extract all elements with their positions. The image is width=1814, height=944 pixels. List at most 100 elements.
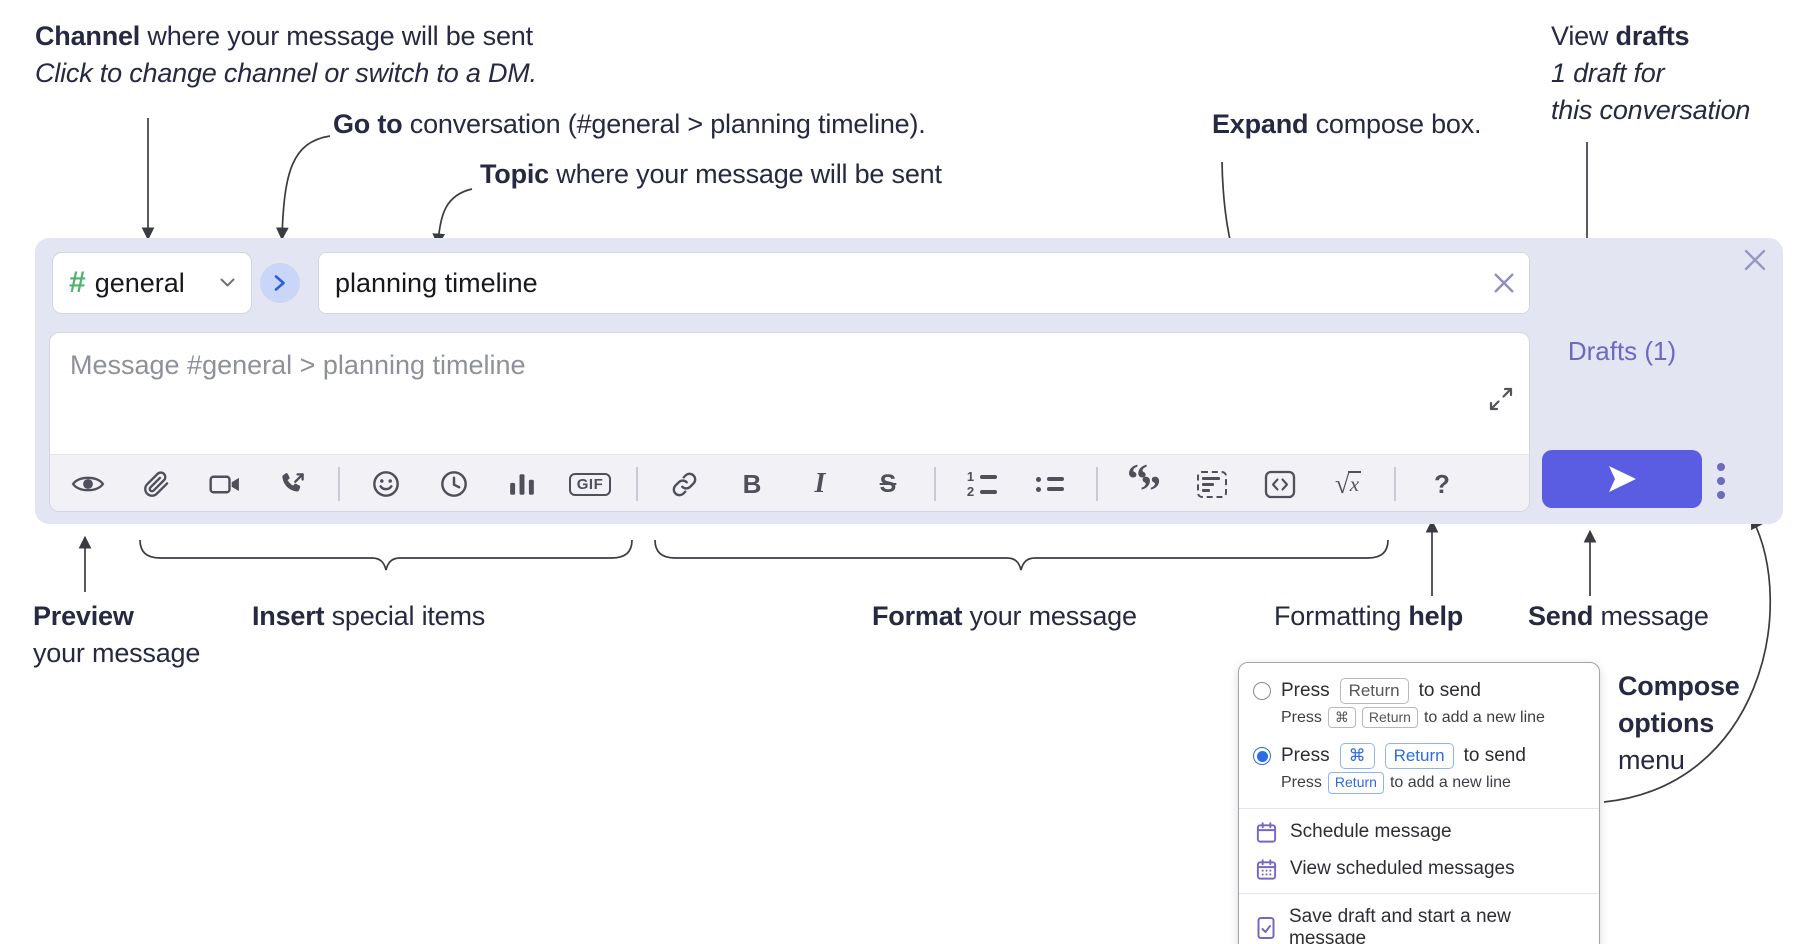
cmd-key: ⌘ [1327, 706, 1356, 729]
format-annotation: Format your message [872, 601, 1137, 631]
compose-options-menu: Press Return to send Press ⌘ Return to a… [1238, 662, 1600, 944]
drafts-link[interactable]: Drafts (1) [1567, 336, 1677, 366]
channel-annotation-bold: Channel [35, 21, 141, 51]
cmd-key: ⌘ [1339, 743, 1375, 770]
toolbar-divider [326, 467, 352, 501]
send-button[interactable] [1542, 450, 1702, 508]
message-placeholder: Message #general > planning timeline [70, 350, 526, 380]
bulleted-list-button[interactable] [1016, 476, 1084, 492]
send-mode-option-cmd-enter-sub: Press Return to add a new line [1239, 772, 1599, 803]
schedule-message-item[interactable]: Schedule message [1239, 814, 1599, 851]
code-icon [1264, 470, 1296, 498]
chevron-down-icon [220, 278, 235, 288]
paperclip-icon [143, 470, 168, 497]
strikethrough-button[interactable]: S [854, 470, 922, 499]
ellipsis-dot [1717, 477, 1725, 485]
numbered-list-button[interactable]: 1 2 [948, 470, 1016, 498]
insert-brace [139, 539, 633, 571]
italic-button[interactable]: I [786, 468, 854, 500]
send-mode-option-cmd-enter[interactable]: Press ⌘ Return to send [1239, 737, 1599, 772]
view-scheduled-messages-item[interactable]: View scheduled messages [1239, 851, 1599, 888]
quote-button[interactable]: “” [1110, 457, 1178, 512]
topic-annotation: Topic where your message will be sent [480, 159, 942, 189]
drafts-annotation: View drafts 1 draft for this conversatio… [1551, 21, 1751, 125]
menu-divider [1239, 892, 1599, 894]
channel-annotation: Channel where your message will be sent … [35, 18, 537, 92]
goto-arrow [275, 135, 331, 241]
close-icon [1744, 249, 1766, 271]
compose-box: # general Drafts (1) Message #general [35, 238, 1783, 524]
bold-icon: B [742, 468, 762, 499]
save-draft-item[interactable]: Save draft and start a new message [1239, 899, 1599, 944]
question-mark-icon: ? [1434, 468, 1450, 499]
audio-call-button[interactable] [258, 471, 326, 498]
calendar-icon [1256, 822, 1277, 843]
return-key: Return [1361, 706, 1418, 729]
formatting-help-annotation: Formatting help [1274, 601, 1464, 631]
send-icon [1609, 466, 1636, 492]
quote-icon: “” [1127, 457, 1161, 512]
channel-annotation-note: Click to change channel or switch to a D… [35, 58, 537, 88]
compose-options-annotation: Compose options menu [1618, 671, 1740, 775]
bold-button[interactable]: B [718, 469, 786, 500]
message-panel: Message #general > planning timeline [49, 332, 1530, 512]
italic-icon: I [814, 468, 826, 499]
link-button[interactable] [650, 471, 718, 498]
topic-field [318, 252, 1530, 314]
close-icon [1494, 273, 1514, 293]
return-key: Return [1327, 772, 1384, 794]
channel-name: general [94, 267, 185, 298]
link-icon [672, 472, 696, 496]
spoiler-icon [1197, 470, 1227, 498]
video-call-button[interactable] [190, 473, 258, 496]
format-brace [654, 539, 1389, 571]
toolbar-divider [1382, 467, 1408, 501]
topic-input[interactable] [319, 253, 1529, 313]
clock-icon [441, 471, 467, 497]
smiley-icon [373, 471, 399, 497]
send-mode-option-enter[interactable]: Press Return to send [1239, 672, 1599, 707]
eye-icon [71, 476, 105, 492]
channel-picker[interactable]: # general [52, 252, 252, 314]
video-camera-icon [208, 475, 239, 493]
toolbar-divider [624, 467, 650, 501]
attach-file-button[interactable] [122, 470, 190, 498]
gif-button[interactable]: GIF [556, 472, 624, 496]
menu-divider [1239, 807, 1599, 809]
gif-icon: GIF [568, 472, 612, 496]
expand-annotation: Expand compose box. [1212, 109, 1482, 139]
message-input[interactable]: Message #general > planning timeline [50, 333, 1529, 454]
return-key: Return [1339, 678, 1409, 704]
radio-selected[interactable] [1253, 747, 1271, 766]
spoiler-button[interactable] [1178, 470, 1246, 498]
radio-unselected[interactable] [1253, 681, 1271, 700]
expand-compose-button[interactable] [1487, 385, 1515, 413]
math-button[interactable]: √x [1314, 470, 1382, 498]
expand-icon [1489, 387, 1513, 411]
clear-topic-button[interactable] [1491, 270, 1517, 296]
compose-options-button[interactable] [1713, 459, 1729, 503]
channel-hash-icon: # [69, 266, 86, 299]
go-to-conversation-button[interactable] [260, 263, 300, 303]
emoji-button[interactable] [352, 470, 420, 498]
bar-chart-icon [510, 474, 534, 495]
insert-annotation: Insert special items [252, 601, 486, 631]
preview-button[interactable] [54, 471, 122, 497]
return-key: Return [1384, 743, 1454, 770]
message-formatting-help-button[interactable]: ? [1408, 469, 1476, 500]
numbered-list-icon: 1 2 [967, 470, 998, 498]
global-time-button[interactable] [420, 470, 488, 498]
calendar-days-icon [1256, 859, 1277, 880]
compose-toolbar: GIF B I S 1 [50, 454, 1529, 512]
close-compose-button[interactable] [1741, 246, 1769, 274]
phone-outgoing-icon [281, 472, 304, 491]
draft-document-icon [1257, 916, 1275, 939]
topic-arrow [432, 188, 473, 247]
chevron-right-icon [274, 275, 285, 291]
preview-annotation: Preview your message [33, 601, 201, 668]
code-button[interactable] [1246, 470, 1314, 499]
channel-annotation-rest: where your message will be sent [140, 21, 533, 51]
goto-annotation: Go to conversation (#general > planning … [333, 109, 926, 139]
poll-button[interactable] [488, 471, 556, 497]
